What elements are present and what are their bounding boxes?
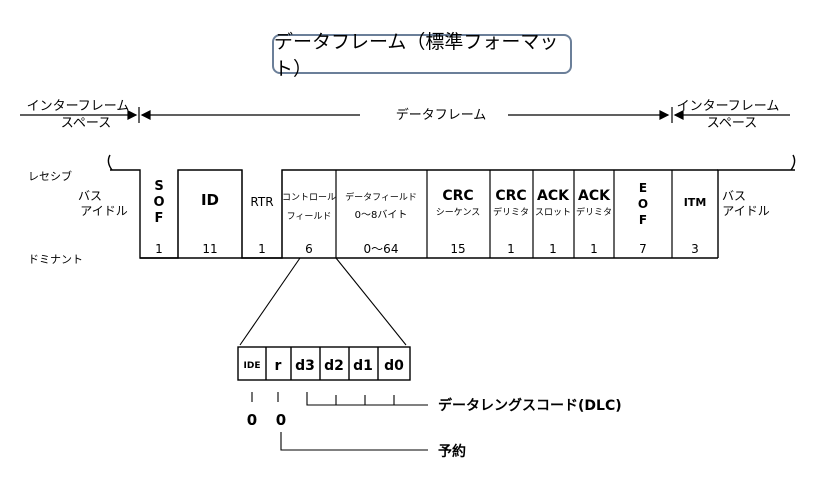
field-ack-slot-line1: ACK — [537, 188, 570, 204]
control-field-box — [237, 346, 411, 381]
bus-idle-right-line1: バス — [722, 189, 746, 203]
field-control-line1: コントロール — [282, 193, 336, 203]
bus-idle-left-line1: バス — [78, 189, 102, 203]
interframe-left-line2: スペース — [61, 116, 111, 131]
control-bit-d3: d3 — [295, 358, 315, 374]
control-bit-d2: d2 — [324, 358, 344, 374]
field-ack-del-line1: ACK — [578, 188, 611, 204]
bits-crc-del: 1 — [507, 242, 515, 256]
field-dividers — [177, 170, 673, 258]
bits-ack-slot: 1 — [549, 242, 557, 256]
field-crc-del-line2: デリミタ — [493, 206, 529, 218]
field-ack-del-line2: デリミタ — [576, 206, 612, 218]
field-itm: ITM — [684, 196, 707, 209]
bits-control: 6 — [305, 242, 313, 256]
interframe-right-line2: スペース — [707, 116, 757, 131]
bits-itm: 3 — [691, 242, 699, 256]
field-sof-f: F — [155, 211, 164, 226]
field-control-line2: フィールド — [287, 212, 332, 222]
ide-value: 0 — [247, 411, 257, 429]
field-sof-s: S — [154, 179, 163, 194]
field-crc-seq-line1: CRC — [442, 188, 473, 204]
recessive-label: レセシブ — [28, 169, 72, 183]
control-bit-d0: d0 — [384, 358, 404, 374]
field-rtr: RTR — [250, 195, 273, 209]
bus-idle-left-line2: アイドル — [80, 204, 127, 218]
dlc-label: データレングスコード(DLC) — [438, 397, 622, 414]
field-id: ID — [201, 191, 219, 209]
annotation-lines — [251, 392, 428, 451]
field-eof-f: F — [639, 213, 647, 227]
bus-idle-right-line2: アイドル — [722, 204, 769, 218]
bits-data: 0～64 — [364, 242, 399, 256]
field-crc-seq-line2: シーケンス — [436, 207, 481, 218]
control-bit-ide: IDE — [244, 361, 261, 371]
control-bit-d1: d1 — [353, 358, 373, 374]
interframe-left-line1: インターフレーム — [27, 99, 130, 114]
control-bit-r: r — [275, 358, 282, 374]
r-value: 0 — [276, 411, 286, 429]
field-crc-del-line1: CRC — [495, 188, 526, 204]
bits-rtr: 1 — [258, 242, 266, 256]
field-sof-o: O — [153, 195, 164, 210]
field-data-line2: 0～8バイト — [355, 209, 408, 221]
header-arrows — [20, 107, 790, 123]
data-frame-label: データフレーム — [396, 107, 487, 123]
field-eof-o: O — [638, 197, 648, 211]
reserved-label: 予約 — [438, 443, 466, 460]
interframe-right-line1: インターフレーム — [677, 99, 780, 114]
bits-sof: 1 — [155, 242, 163, 256]
bits-ack-del: 1 — [590, 242, 598, 256]
zoom-lines — [239, 257, 407, 346]
field-eof-e: E — [639, 181, 647, 195]
bits-eof: 7 — [639, 242, 647, 256]
bits-crc-seq: 15 — [450, 242, 465, 256]
field-data-line1: データフィールド — [345, 191, 417, 203]
dominant-label: ドミナント — [28, 253, 83, 266]
field-ack-slot-line2: スロット — [535, 208, 571, 218]
diagram-title: データフレーム（標準フォーマット） — [272, 31, 572, 80]
bits-id: 11 — [202, 242, 217, 256]
